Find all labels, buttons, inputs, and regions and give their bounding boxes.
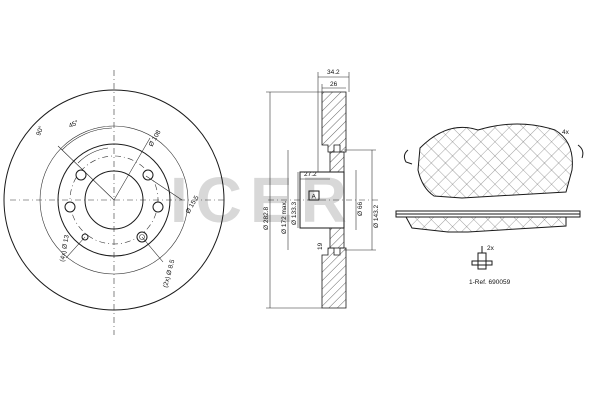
disc-front-view: 90° 45° Ø 108 Ø 15.5 (4x) Ø 13 (2x) Ø 8.…: [3, 70, 225, 335]
angle-ray: [57, 145, 115, 201]
disc-friction-inner-circle: [39, 125, 189, 275]
wear-sensor: 2x 1-Ref. 690059: [469, 245, 511, 286]
dim-66-label: Ø 66: [357, 202, 364, 216]
dim-27-2-label: 27.2: [304, 171, 317, 178]
brake-pads: 4x: [395, 123, 584, 233]
dim-19-label: 19: [317, 242, 324, 250]
disc-section-view: A 34.2 26 27.2 Ø 282.8 Ø 172 max. Ø 133.…: [263, 69, 380, 309]
section-hat-lower: [329, 227, 345, 249]
pad-clip-right: [577, 144, 584, 159]
angle-arc-45: [77, 147, 109, 164]
angle-45-label: 45°: [67, 118, 80, 130]
dim-26-label: 26: [330, 81, 338, 88]
dia-8-5-leader: [141, 236, 164, 263]
hub-outer-circle: [57, 143, 171, 257]
disc-outer-circle: [3, 89, 225, 311]
bolt-circle: [69, 155, 159, 245]
angle-90-label: 90°: [34, 124, 45, 136]
section-ring-lower: [321, 247, 347, 309]
section-ring-upper: [321, 91, 347, 153]
bolt-hole: [64, 201, 76, 213]
dia-13-label: (4x) Ø 13: [59, 234, 71, 262]
section-hat-upper: [329, 151, 345, 173]
sensor-flange: [471, 260, 493, 266]
pad-backplate-outline: [395, 210, 581, 218]
dim-143-2-label: Ø 143.2: [373, 204, 380, 228]
sensor-qty-label: 2x: [487, 245, 495, 252]
pad-side-view: [405, 216, 567, 233]
dim-282-8-label: Ø 282.8: [263, 206, 270, 230]
dia-108-leader: [113, 137, 151, 201]
pad-clip-left: [403, 149, 413, 165]
section-marker-a: A: [312, 194, 317, 201]
center-bore: [84, 170, 144, 230]
locating-pin-hole: [139, 234, 145, 240]
dim-133-3-label: Ø 133.3: [291, 201, 298, 225]
bolt-hole: [142, 169, 154, 181]
bolt-hole: [75, 169, 87, 181]
bolt-hole: [152, 201, 164, 213]
section-marker-a-box: [308, 190, 320, 201]
dim-172-label: Ø 172 max.: [281, 200, 288, 234]
sensor-ref-label: 1-Ref. 690059: [469, 279, 511, 286]
dia-8-5-label: (2x) Ø 8.5: [162, 258, 176, 288]
dia-15-5-leader: [145, 175, 183, 201]
dia-13-leader: [65, 236, 86, 259]
pads-qty-label: 4x: [562, 129, 570, 136]
dim-34-2-label: 34.2: [327, 69, 340, 76]
pad-front-view: [417, 123, 573, 199]
angle-arc-90: [61, 127, 113, 151]
